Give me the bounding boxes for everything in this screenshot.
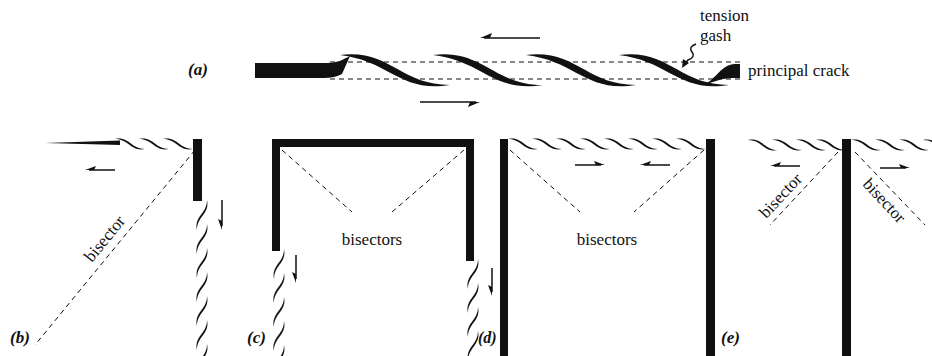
- panel-letter: (a): [188, 60, 208, 80]
- part-label: principal crack: [748, 61, 849, 81]
- callout-label: tension gash: [700, 6, 762, 46]
- line-label: bisector: [754, 168, 808, 224]
- line-label: bisectors: [340, 230, 404, 250]
- panel-b: [35, 139, 222, 356]
- line-label: bisector: [857, 173, 911, 229]
- panel-letter: (e): [721, 328, 740, 348]
- panel-letter: (b): [10, 328, 30, 348]
- panel-c: [272, 139, 492, 356]
- panel-letter: (c): [247, 328, 266, 348]
- line-label: bisector: [79, 210, 131, 267]
- panel-e: [748, 139, 932, 356]
- panel-letter: (d): [478, 328, 497, 348]
- panel-a: [255, 33, 740, 107]
- line-label: bisectors: [575, 230, 639, 250]
- panel-d: [500, 139, 715, 356]
